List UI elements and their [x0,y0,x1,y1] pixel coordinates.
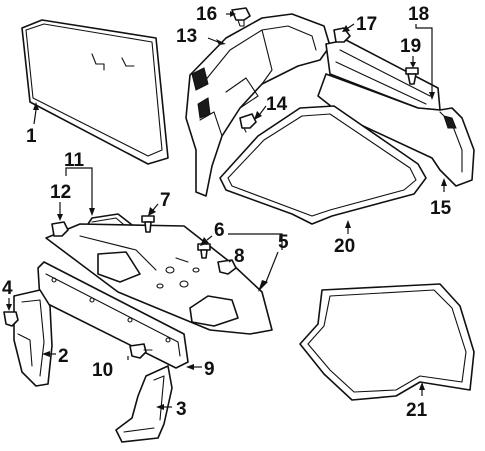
callout-labels: 1 2 3 4 5 6 7 8 9 10 11 12 13 14 15 16 1… [2,4,452,421]
callout-13: 13 [176,26,197,47]
callout-16: 16 [196,4,217,25]
callout-2: 2 [58,346,69,367]
callout-14: 14 [266,94,288,115]
callout-18: 18 [408,4,429,25]
callout-15: 15 [430,198,452,219]
callout-5: 5 [278,232,289,253]
clip-16 [231,7,251,27]
callout-10: 10 [92,360,113,381]
callout-19: 19 [400,36,421,57]
callout-4: 4 [2,278,13,299]
clip-8 [217,259,237,275]
part-2-left-pillar-trim [13,289,53,387]
callout-7: 7 [160,190,171,211]
part-20-trunk-floor-mat [219,105,427,225]
callout-11: 11 [64,150,85,171]
part-5-package-tray [45,223,273,335]
callout-3: 3 [176,399,187,420]
part-3-right-pillar-trim [115,365,173,443]
callout-1: 1 [26,126,37,147]
callout-12: 12 [50,182,71,203]
callout-21: 21 [406,400,428,421]
callout-17: 17 [356,14,377,35]
leader-lines [6,11,447,410]
callout-8: 8 [234,246,245,267]
clip-14 [239,113,257,133]
part-13-left-side-trim [185,13,331,197]
callout-20: 20 [334,236,355,257]
part-1-trunk-board [21,19,169,165]
clip-7 [141,215,155,233]
callout-9: 9 [204,359,215,380]
clip-12 [51,221,69,237]
clip-4 [3,311,19,327]
clip-10 [129,343,153,359]
part-21-cargo-mat [299,283,475,401]
clip-19 [405,67,419,85]
callout-6: 6 [214,220,225,241]
